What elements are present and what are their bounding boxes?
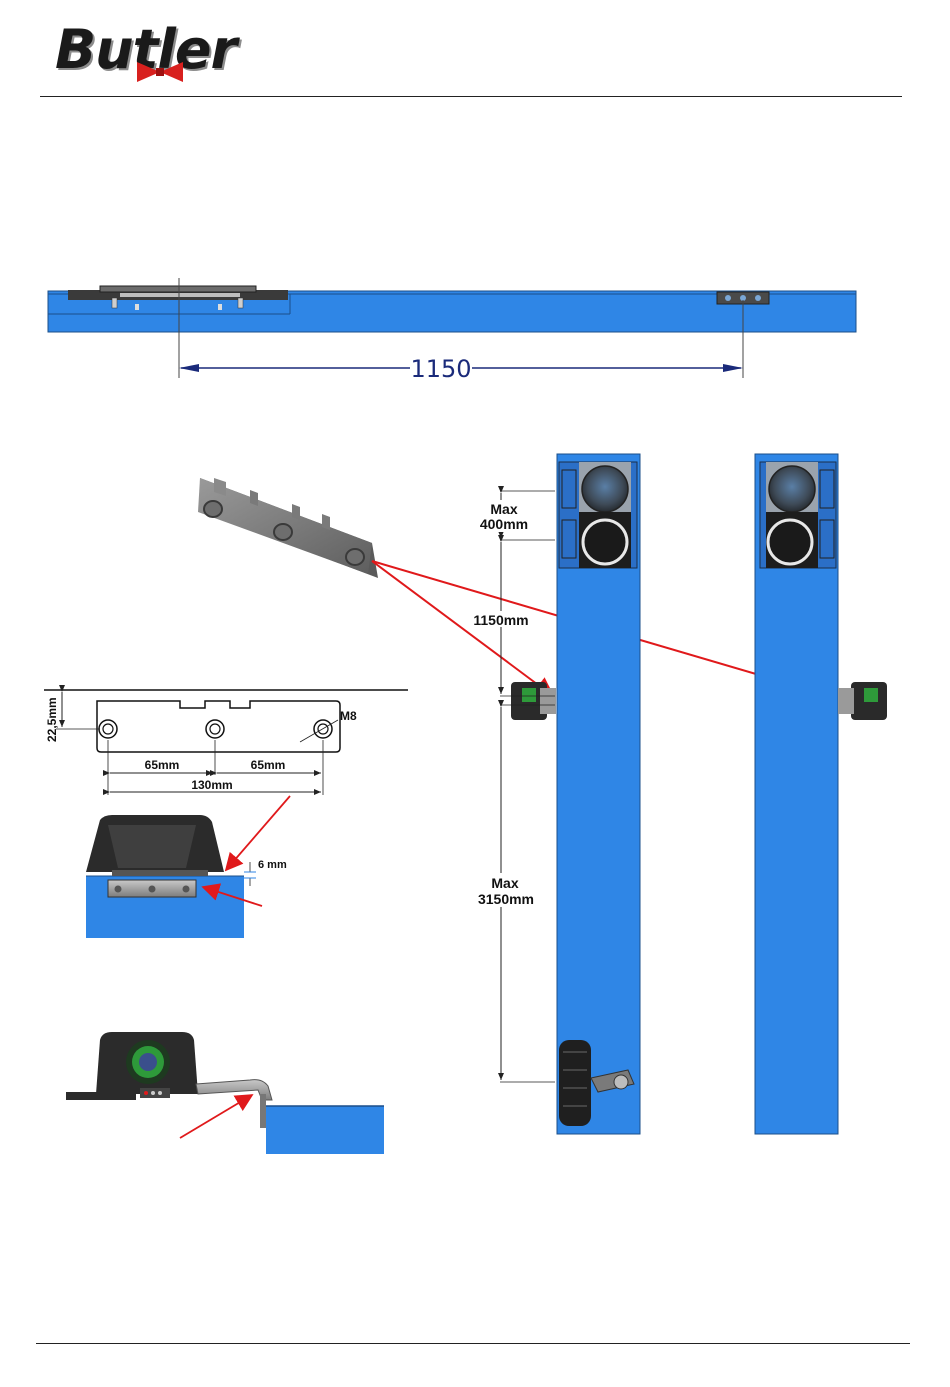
sensor-arm-side-view [66,1032,384,1154]
bracket-dimension-drawing: 22,5mm M8 65mm 65mm 130mm [44,690,408,795]
max-top-label-line2: 400mm [480,516,528,532]
total-spacing-label: 130mm [191,778,232,792]
gap-6mm-label: 6 mm [258,859,287,871]
height-22-5-label: 22,5mm [45,697,59,742]
bracket-3d [198,478,378,578]
mid-dimension-label: 1150mm [473,612,528,628]
sensor-bracket-side-view: 6 mm [86,796,290,938]
spacing-left-label: 65mm [145,758,180,772]
m8-label: M8 [340,709,357,723]
runway-plan-view: Max 400mm 1150mm Max 3150mm [468,454,887,1134]
max-bottom-label-line1: Max [491,875,518,891]
footer-rule [36,1343,910,1344]
arrow-to-left-mount [372,561,553,696]
max-bottom-label-line2: 3150mm [478,891,534,907]
top-dimension-label: 1150 [410,355,471,383]
spacing-right-label: 65mm [251,758,286,772]
top-runway-view: 1150 [48,278,856,383]
max-top-label-line1: Max [490,501,517,517]
